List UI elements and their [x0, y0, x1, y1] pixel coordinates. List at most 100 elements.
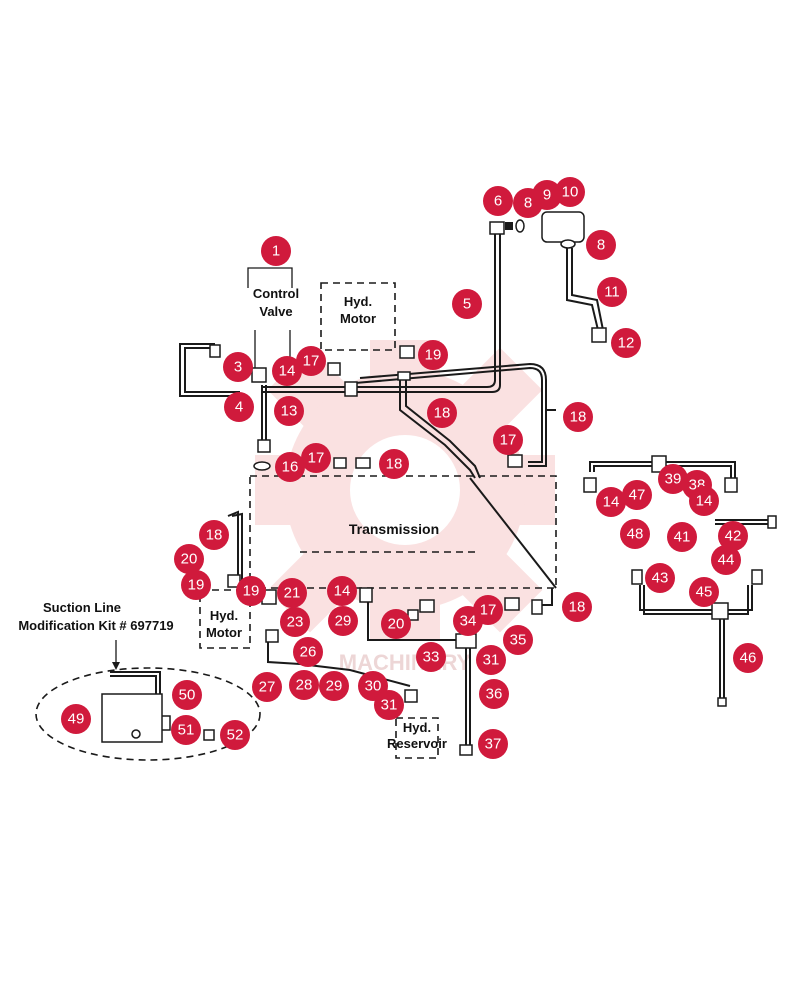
callout-badge[interactable]: 43: [645, 563, 675, 593]
svg-text:19: 19: [243, 583, 260, 600]
callout-badge[interactable]: 48: [620, 519, 650, 549]
hyd-reservoir-label-2: Reservoir: [387, 736, 447, 751]
transmission-box: [249, 475, 557, 589]
callout-badge[interactable]: 27: [252, 672, 282, 702]
callout-badge[interactable]: 4: [224, 392, 254, 422]
callout-badge[interactable]: 28: [289, 670, 319, 700]
svg-text:45: 45: [696, 584, 713, 601]
callout-badge[interactable]: 20: [381, 609, 411, 639]
callout-badge[interactable]: 18: [563, 402, 593, 432]
svg-text:17: 17: [500, 432, 517, 449]
fittings: [101, 211, 777, 756]
callout-badge[interactable]: 42: [718, 521, 748, 551]
callout-badge[interactable]: 49: [61, 704, 91, 734]
svg-text:18: 18: [434, 405, 451, 422]
svg-text:19: 19: [425, 347, 442, 364]
svg-text:50: 50: [179, 687, 196, 704]
svg-text:19: 19: [188, 577, 205, 594]
svg-text:5: 5: [463, 296, 471, 313]
callout-badge[interactable]: 29: [319, 671, 349, 701]
callout-badge[interactable]: 31: [374, 690, 404, 720]
callout-badge[interactable]: 33: [416, 642, 446, 672]
callout-badge[interactable]: 26: [293, 637, 323, 667]
svg-text:21: 21: [284, 585, 301, 602]
callout-badge[interactable]: 19: [181, 570, 211, 600]
svg-text:9: 9: [543, 187, 551, 204]
svg-text:17: 17: [303, 353, 320, 370]
callout-badge[interactable]: 14: [327, 576, 357, 606]
callout-badge[interactable]: 19: [418, 340, 448, 370]
callout-badge[interactable]: 14: [689, 486, 719, 516]
svg-text:39: 39: [665, 471, 682, 488]
svg-text:31: 31: [483, 652, 500, 669]
callout-badge[interactable]: 29: [328, 606, 358, 636]
callout-badge[interactable]: 46: [733, 643, 763, 673]
callout-badge[interactable]: 41: [667, 522, 697, 552]
callout-badge[interactable]: 47: [622, 480, 652, 510]
callout-badge[interactable]: 19: [236, 576, 266, 606]
svg-text:14: 14: [279, 363, 296, 380]
callout-badge[interactable]: 51: [171, 715, 201, 745]
svg-text:29: 29: [335, 613, 352, 630]
svg-text:12: 12: [618, 335, 635, 352]
transmission-label: Transmission: [349, 521, 439, 537]
callout-badge[interactable]: 18: [427, 398, 457, 428]
callout-badge[interactable]: 39: [658, 464, 688, 494]
callout-badge[interactable]: 23: [280, 607, 310, 637]
svg-text:44: 44: [718, 552, 735, 569]
callout-badge[interactable]: 14: [272, 356, 302, 386]
callout-badge[interactable]: 17: [296, 346, 326, 376]
callout-badge[interactable]: 18: [199, 520, 229, 550]
callout-badge[interactable]: 52: [220, 720, 250, 750]
svg-text:31: 31: [381, 697, 398, 714]
svg-text:41: 41: [674, 529, 691, 546]
svg-text:35: 35: [510, 632, 527, 649]
callout-badge[interactable]: 44: [711, 545, 741, 575]
svg-text:49: 49: [68, 711, 85, 728]
callout-badge[interactable]: 34: [453, 606, 483, 636]
callout-badge[interactable]: 18: [562, 592, 592, 622]
hyd-motor-top-label-1: Hyd.: [344, 294, 372, 309]
callouts: 1 3 4 13 14 17 19 16 17 18 5 6 8 9 10 8 …: [61, 177, 763, 759]
callout-badge[interactable]: 1: [261, 236, 291, 266]
callout-badge[interactable]: 21: [277, 578, 307, 608]
svg-text:4: 4: [235, 399, 243, 416]
svg-text:46: 46: [740, 650, 757, 667]
svg-text:1: 1: [272, 243, 280, 260]
svg-text:52: 52: [227, 727, 244, 744]
callout-badge[interactable]: 13: [274, 396, 304, 426]
callout-badge[interactable]: 9: [532, 180, 562, 210]
svg-text:37: 37: [485, 736, 502, 753]
callout-badge[interactable]: 8: [586, 230, 616, 260]
svg-text:18: 18: [206, 527, 223, 544]
callout-badge[interactable]: 20: [174, 544, 204, 574]
svg-text:20: 20: [388, 616, 405, 633]
callout-badge[interactable]: 5: [452, 289, 482, 319]
control-valve-label-1: Control: [253, 286, 299, 301]
callout-badge[interactable]: 10: [555, 177, 585, 207]
callout-badge[interactable]: 37: [478, 729, 508, 759]
svg-text:30: 30: [365, 678, 382, 695]
callout-badge[interactable]: 14: [596, 487, 626, 517]
svg-text:17: 17: [308, 450, 325, 467]
callout-badge[interactable]: 35: [503, 625, 533, 655]
svg-text:51: 51: [178, 722, 195, 739]
suction-kit-ellipse: [35, 667, 261, 761]
callout-badge[interactable]: 6: [483, 186, 513, 216]
svg-text:14: 14: [334, 583, 351, 600]
callout-badge[interactable]: 12: [611, 328, 641, 358]
callout-badge[interactable]: 16: [275, 452, 305, 482]
svg-text:43: 43: [652, 570, 669, 587]
callout-badge[interactable]: 17: [301, 443, 331, 473]
callout-badge[interactable]: 31: [476, 645, 506, 675]
callout-badge[interactable]: 45: [689, 577, 719, 607]
callout-badge[interactable]: 3: [223, 352, 253, 382]
callout-badge[interactable]: 36: [479, 679, 509, 709]
control-valve-label-2: Valve: [259, 304, 292, 319]
svg-text:6: 6: [494, 193, 502, 210]
callout-badge[interactable]: 11: [597, 277, 627, 307]
callout-badge[interactable]: 17: [493, 425, 523, 455]
callout-badge[interactable]: 50: [172, 680, 202, 710]
callout-badge[interactable]: 18: [379, 449, 409, 479]
